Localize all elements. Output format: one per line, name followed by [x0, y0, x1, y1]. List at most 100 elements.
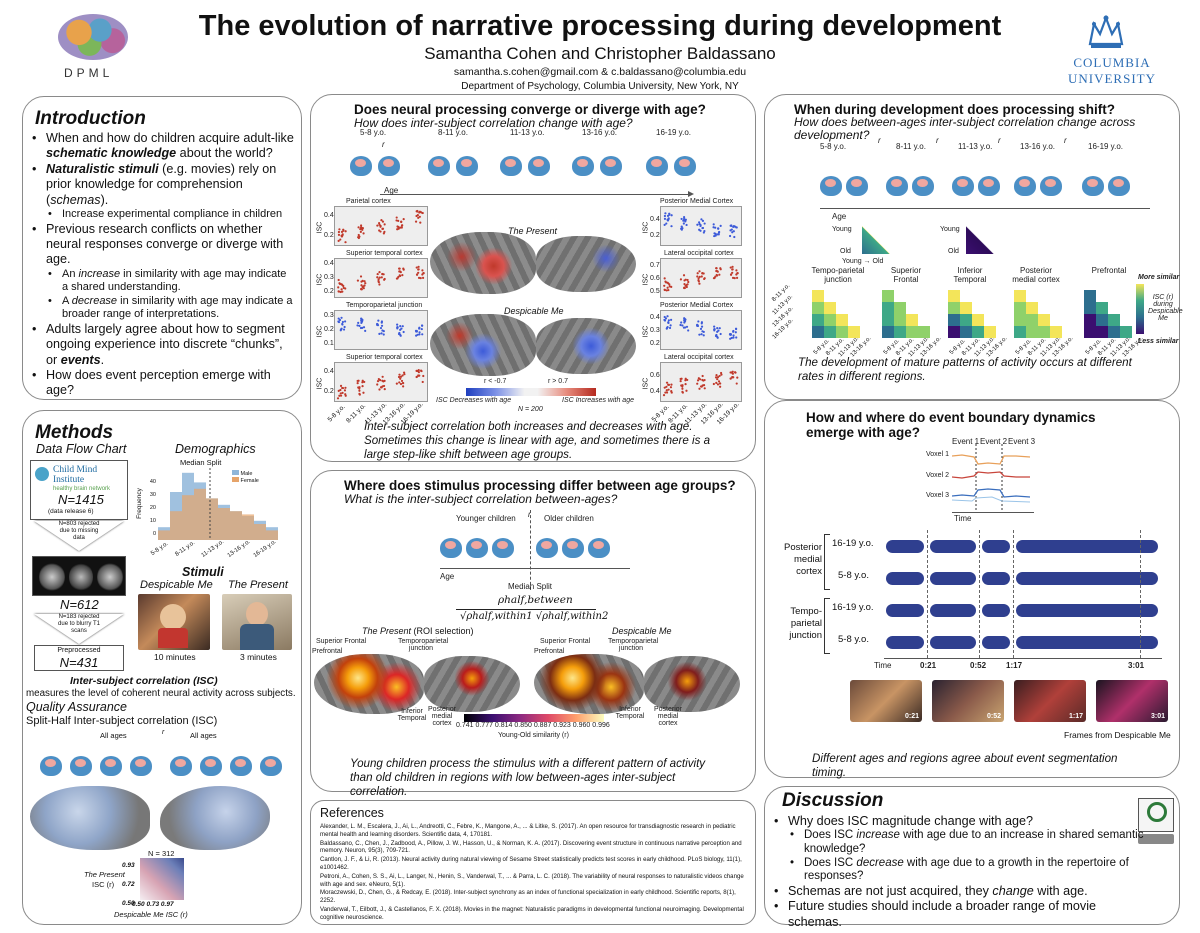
scatter-dot	[378, 388, 381, 391]
qa-title: Quality Assurance	[26, 700, 127, 714]
scatter-dot	[399, 274, 402, 278]
heatmap-cell	[948, 290, 960, 302]
scatter-dot	[700, 218, 703, 221]
scatter-dot	[682, 326, 686, 329]
scatter-dot	[341, 391, 344, 394]
reference-item: Moraczewski, D., Chen, G., & Redcay, E. …	[320, 889, 736, 905]
stimulus-1-name: Despicable Me	[140, 579, 213, 591]
scatter-dot	[338, 394, 341, 397]
scatter-dot	[380, 276, 383, 279]
scatter-dot	[663, 386, 666, 389]
discussion-subbullet: Does ISC increase with age due to an inc…	[774, 829, 1144, 856]
scatter-dot	[418, 374, 421, 377]
event-bar	[886, 540, 924, 553]
event-bar	[982, 540, 1010, 553]
scatter-dot	[714, 232, 717, 235]
shift-age-label: Age	[832, 212, 847, 221]
heatmap-cell	[960, 302, 972, 314]
qa-brain-left	[30, 786, 150, 850]
scatter-dot	[341, 234, 344, 237]
scatter-dot	[397, 225, 400, 229]
legend-tri-2	[966, 224, 996, 254]
isc-definition: measures the level of coherent neural ac…	[26, 688, 296, 699]
histogram-bar-female	[206, 498, 218, 540]
cb-high: r > 0.7	[548, 378, 569, 385]
event-time-axis	[884, 658, 1162, 659]
scatter-dot	[397, 375, 401, 379]
intro-subbullet: A decrease in similarity with age may in…	[32, 295, 294, 322]
scatter-dot	[376, 224, 379, 227]
between-brain-3	[534, 654, 644, 714]
scatter-dot	[732, 230, 735, 233]
scatter-dot	[682, 222, 685, 225]
heatmap-cell	[1096, 314, 1108, 326]
scatter-dot	[382, 273, 385, 276]
scatter-dot	[683, 286, 686, 290]
demographics-title: Demographics	[175, 442, 256, 456]
scatter-dot	[729, 377, 732, 380]
scatter-dot	[401, 273, 404, 277]
scatter-dot	[702, 384, 706, 387]
scatter-dot	[702, 272, 705, 275]
converge-groups: 5-8 y.o. 8-11 y.o. 11-13 y.o. 13-16 y.o.…	[350, 128, 720, 188]
qa-subtitle: Split-Half Inter-subject correlation (IS…	[26, 715, 218, 727]
scatter-dot	[698, 222, 701, 226]
scatter-dot	[363, 380, 366, 384]
scatter-dot	[666, 286, 669, 289]
scatter-dot	[687, 280, 690, 284]
scatter-dot	[686, 378, 689, 382]
boundary-line	[1140, 530, 1141, 658]
heatmap-cell	[1038, 314, 1050, 326]
scatter-dot	[362, 232, 365, 235]
scatter-dot	[719, 385, 722, 388]
heatmap-cell	[1096, 302, 1108, 314]
discussion-bullets: Why does ISC magnitude change with age? …	[774, 814, 1144, 930]
event-bar	[886, 604, 924, 617]
scatter-dot	[703, 277, 706, 281]
scatter-dot	[383, 278, 386, 281]
lab-logo-text: DPML	[64, 66, 114, 80]
heatmap-cell	[906, 326, 918, 338]
frames-caption: Frames from Despicable Me	[1064, 730, 1171, 740]
scatter-dot	[712, 382, 715, 386]
intro-subbullet: An increase in similarity with age may i…	[32, 268, 294, 295]
scatter-dot	[344, 241, 347, 244]
scatter-dot	[358, 235, 361, 238]
tick-052: 0:52	[970, 661, 987, 670]
scatter-dot	[381, 329, 384, 332]
converge-age-arrow-icon	[688, 191, 694, 197]
scatter-dot	[378, 332, 381, 335]
brain-present-lateral	[430, 232, 536, 294]
discussion-bullet: Future studies should include a broader …	[774, 899, 1144, 930]
converge-age-label: Age	[384, 186, 399, 195]
scatter-dot	[665, 391, 669, 394]
scatter-dot	[360, 288, 363, 291]
scatter-dot	[700, 325, 704, 328]
scatter-dot	[701, 226, 705, 230]
scatter-dot	[417, 271, 420, 274]
scatter-dot	[732, 334, 735, 337]
scatter-dot	[670, 383, 673, 386]
scatter-dot	[666, 315, 669, 318]
all-ages-right: All ages	[190, 731, 217, 740]
scatter-dot	[401, 374, 404, 377]
scatter-dot	[735, 273, 738, 276]
between-colorbar	[464, 714, 604, 722]
scatter-dot	[397, 219, 400, 223]
scatter-dot	[696, 382, 699, 385]
stimulus-2-name: The Present	[228, 579, 288, 591]
heatmap-cell	[1050, 326, 1062, 338]
scatter-dot	[416, 214, 419, 217]
reject-1-arrow	[34, 521, 124, 551]
scatter-dot	[717, 233, 720, 236]
scatter-dot	[344, 386, 347, 389]
scatter-dot	[337, 389, 340, 392]
scatter-dot	[665, 222, 668, 225]
qa-ylabel-2: ISC (r)	[92, 880, 115, 889]
roi-prefrontal-2: Prefrontal	[534, 648, 565, 655]
events-title: How and where do event boundary dynamics…	[806, 410, 1096, 440]
tick-021: 0:21	[920, 661, 937, 670]
heatmap-cell	[1014, 302, 1026, 314]
university-name-1: COLUMBIA	[1073, 55, 1151, 70]
scatter-dot	[401, 224, 404, 227]
